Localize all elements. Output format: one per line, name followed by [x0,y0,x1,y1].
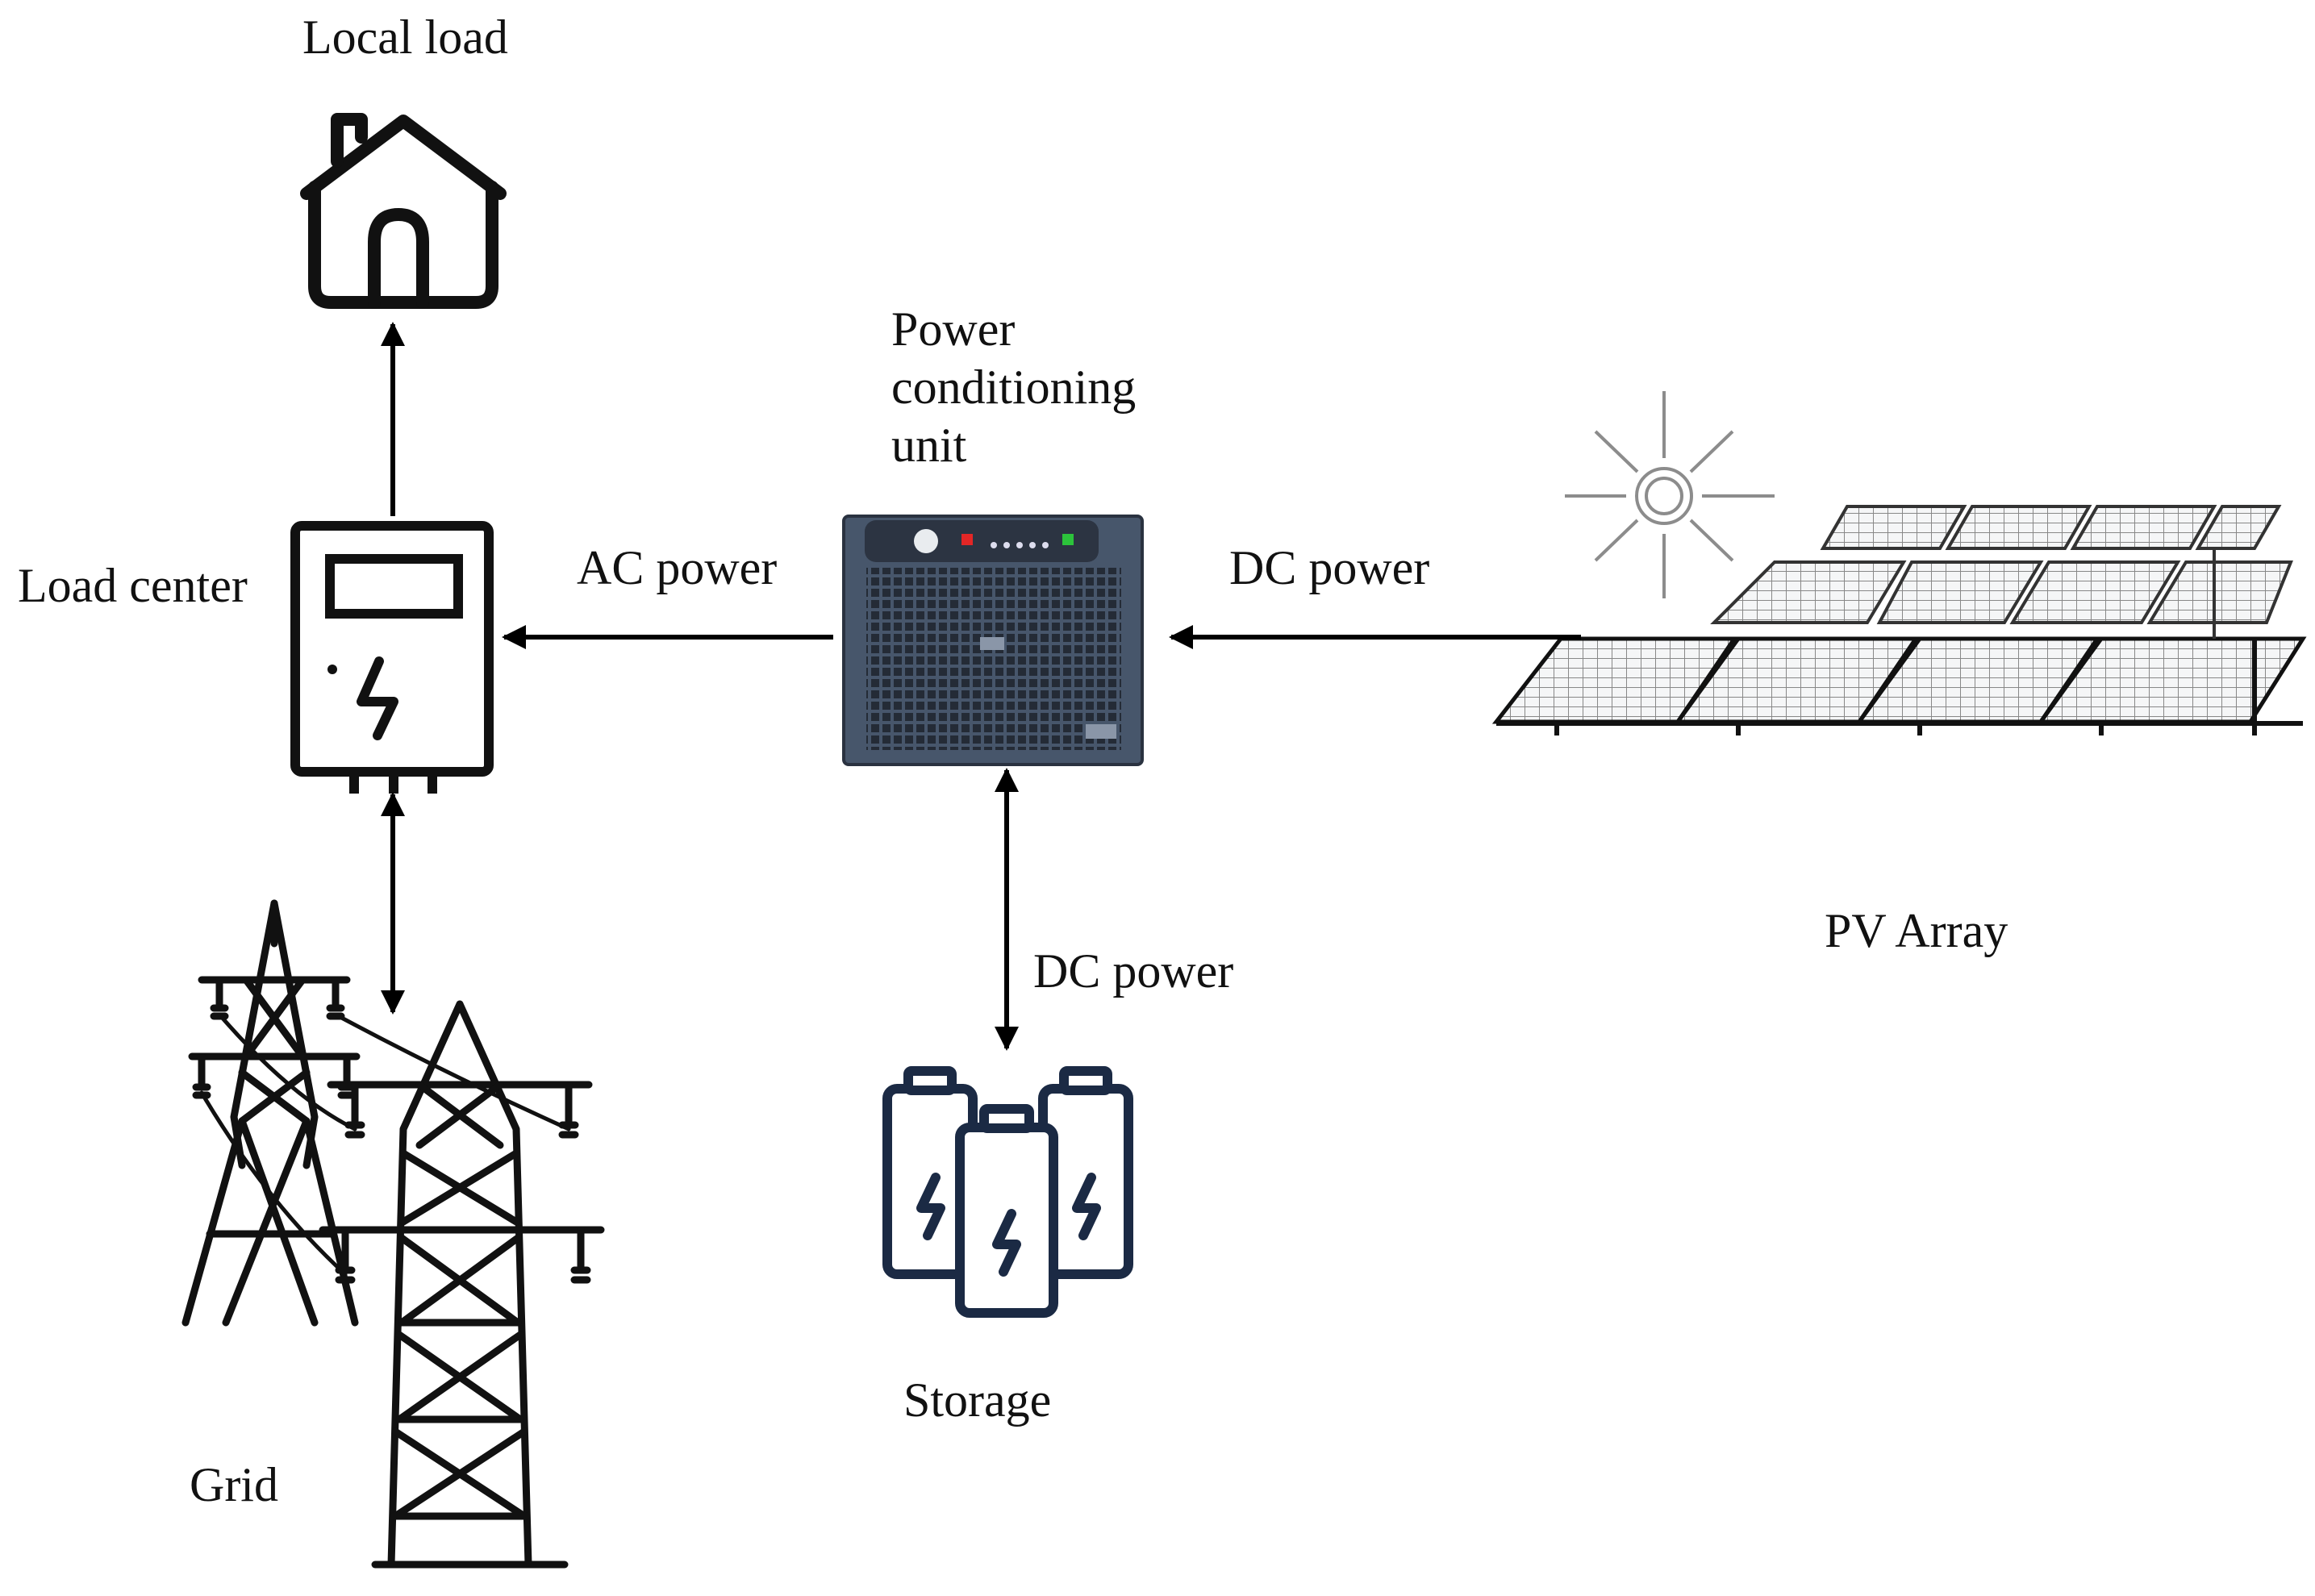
load-center-label: Load center [18,559,248,612]
solar-panel-icon [1491,505,2307,735]
storage-label: Storage [903,1373,1052,1427]
pv-array-label: PV Array [1825,904,2008,957]
grid-label: Grid [190,1458,278,1511]
inverter-icon [842,515,1144,766]
battery-icon [882,1066,1133,1318]
sun-icon [1565,391,1775,598]
power-flow-arrows [381,322,1581,1051]
ac-power-label: AC power [577,541,778,594]
transmission-tower-icon [181,899,605,1569]
pcu-label: Power conditioning unit [891,302,1137,472]
dc-power-storage-label: DC power [1033,944,1234,998]
load-center-icon [290,521,494,794]
dc-power-pv-label: DC power [1229,541,1430,594]
house-icon [300,113,507,309]
local-load-label: Local load [302,10,508,64]
